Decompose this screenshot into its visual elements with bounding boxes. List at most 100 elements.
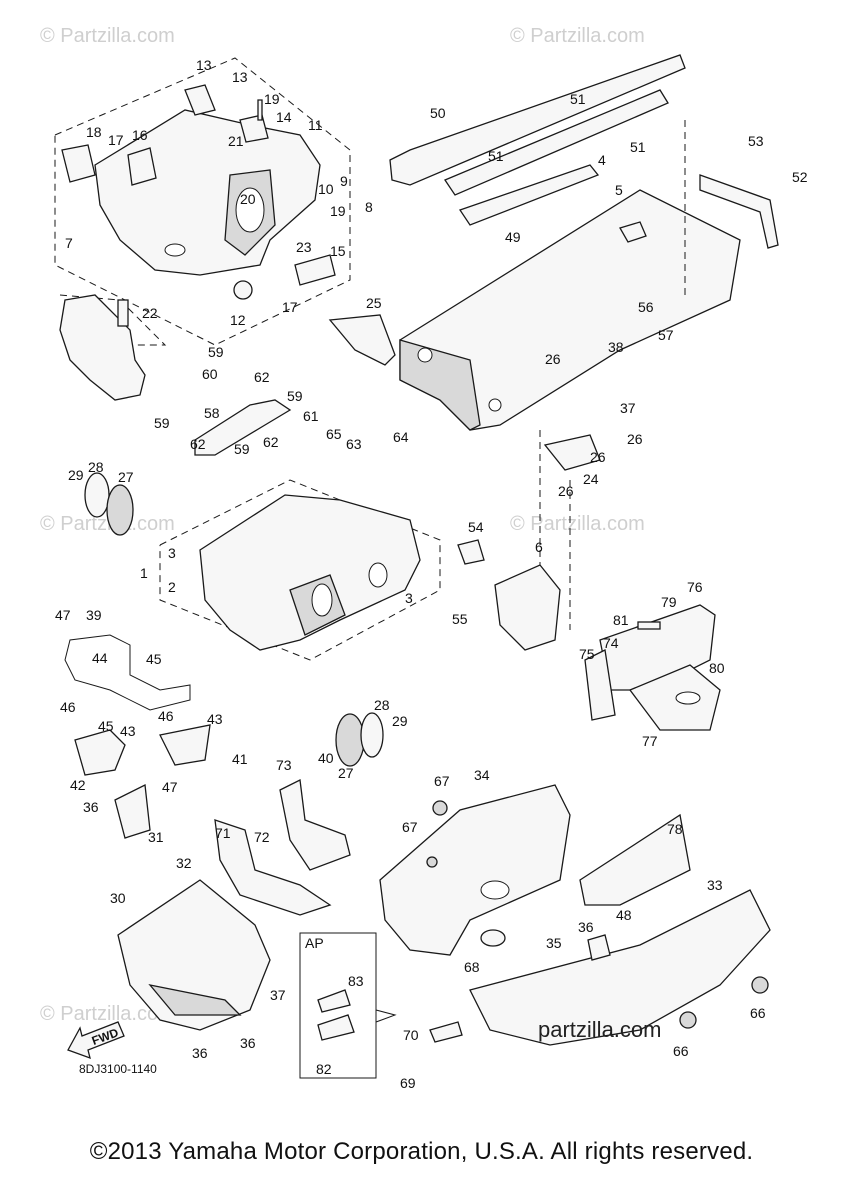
lower-right-panels <box>429 813 771 1046</box>
callout-68: 68 <box>464 959 480 975</box>
seal-27-left <box>106 484 134 536</box>
main-frame-hole-b <box>368 562 388 588</box>
callout-65: 65 <box>326 426 342 442</box>
tunnel-plate-5 <box>619 221 647 243</box>
callout-55: 55 <box>452 611 468 627</box>
callout-44: 44 <box>92 650 108 666</box>
front-frame-assembly <box>54 57 351 346</box>
callout-26: 26 <box>590 449 606 465</box>
callout-37: 37 <box>270 987 286 1003</box>
callout-12: 12 <box>230 312 246 328</box>
callout-20: 20 <box>240 191 256 207</box>
callout-31: 31 <box>148 829 164 845</box>
front-frame-dashed-box <box>54 57 351 346</box>
callout-52: 52 <box>792 169 808 185</box>
callout-64: 64 <box>393 429 409 445</box>
steering-bracket-58 <box>194 399 292 456</box>
callout-66: 66 <box>673 1043 689 1059</box>
callout-49: 49 <box>505 229 521 245</box>
ap-part-83 <box>317 989 351 1013</box>
callout-36: 36 <box>192 1045 208 1061</box>
callout-67: 67 <box>402 819 418 835</box>
left-bracket <box>59 294 146 401</box>
callout-80: 80 <box>709 660 725 676</box>
seal-28-left <box>84 472 110 518</box>
ap-inset-label: AP <box>305 935 324 951</box>
front-frame-bolt-19 <box>257 99 263 121</box>
callout-46: 46 <box>158 708 174 724</box>
callout-62: 62 <box>254 369 270 385</box>
callout-45: 45 <box>98 718 114 734</box>
steering-bracket <box>194 399 292 456</box>
callout-54: 54 <box>468 519 484 535</box>
watermark-top-left: © Partzilla.com <box>40 25 175 47</box>
callout-46: 46 <box>60 699 76 715</box>
plug-66-b <box>679 1011 697 1029</box>
callout-45: 45 <box>146 651 162 667</box>
main-frame-assembly <box>159 479 561 661</box>
callout-36: 36 <box>83 799 99 815</box>
panel-77-hole <box>675 691 701 705</box>
callout-21: 21 <box>228 133 244 149</box>
callout-59: 59 <box>234 441 250 457</box>
callout-57: 57 <box>658 327 674 343</box>
main-frame-dashed-box <box>159 479 441 661</box>
callout-37: 37 <box>620 400 636 416</box>
callout-41: 41 <box>232 751 248 767</box>
front-frame-bracket-16 <box>127 147 157 186</box>
callout-16: 16 <box>132 127 148 143</box>
callout-29: 29 <box>392 713 408 729</box>
callout-38: 38 <box>608 339 624 355</box>
callout-10: 10 <box>318 181 334 197</box>
callout-11: 11 <box>308 117 323 133</box>
callout-59: 59 <box>154 415 170 431</box>
callout-2: 2 <box>168 579 176 595</box>
grommet-68 <box>480 929 506 947</box>
callout-29: 29 <box>68 467 84 483</box>
handle-39 <box>64 634 191 711</box>
callout-70: 70 <box>403 1027 419 1043</box>
left-bracket-7 <box>59 294 167 401</box>
fwd-arrow: FWD <box>67 1021 125 1060</box>
callout-66: 66 <box>750 1005 766 1021</box>
callout-42: 42 <box>70 777 86 793</box>
callout-67: 67 <box>434 773 450 789</box>
callout-15: 15 <box>330 243 346 259</box>
callout-40: 40 <box>318 750 334 766</box>
diagram-code: 8DJ3100-1140 <box>79 1062 157 1076</box>
callout-33: 33 <box>707 877 723 893</box>
callout-82: 82 <box>316 1061 332 1077</box>
watermark-bottom-left: © Partzilla.com <box>40 1003 175 1025</box>
callout-51: 51 <box>488 148 504 164</box>
steering-handle-assembly <box>64 634 211 839</box>
main-frame-bracket-6 <box>494 564 561 651</box>
left-bracket-clip-22 <box>117 299 129 327</box>
seal-set-left <box>84 472 134 536</box>
callout-78: 78 <box>667 821 683 837</box>
callout-26: 26 <box>627 431 643 447</box>
callout-62: 62 <box>263 434 279 450</box>
belly-pan-34 <box>379 784 571 956</box>
callout-59: 59 <box>208 344 224 360</box>
callout-23: 23 <box>296 239 312 255</box>
callout-47: 47 <box>55 607 71 623</box>
callout-36: 36 <box>240 1035 256 1051</box>
panel-77 <box>628 664 721 731</box>
tunnel-bracket-25 <box>328 314 396 366</box>
ap-part-82 <box>317 1014 355 1041</box>
callout-51: 51 <box>630 139 646 155</box>
tunnel-hole-b <box>488 398 502 412</box>
panel-71 <box>214 819 332 916</box>
callout-61: 61 <box>303 408 319 424</box>
callout-73: 73 <box>276 757 292 773</box>
panel-75 <box>584 649 616 721</box>
callout-51: 51 <box>570 91 586 107</box>
panel-78 <box>579 813 691 906</box>
callout-13: 13 <box>232 69 248 85</box>
seal-27-center <box>335 713 365 767</box>
ap-inset: AP <box>299 932 397 1079</box>
front-frame-washer-12 <box>233 280 253 300</box>
callout-26: 26 <box>545 351 561 367</box>
callout-39: 39 <box>86 607 102 623</box>
